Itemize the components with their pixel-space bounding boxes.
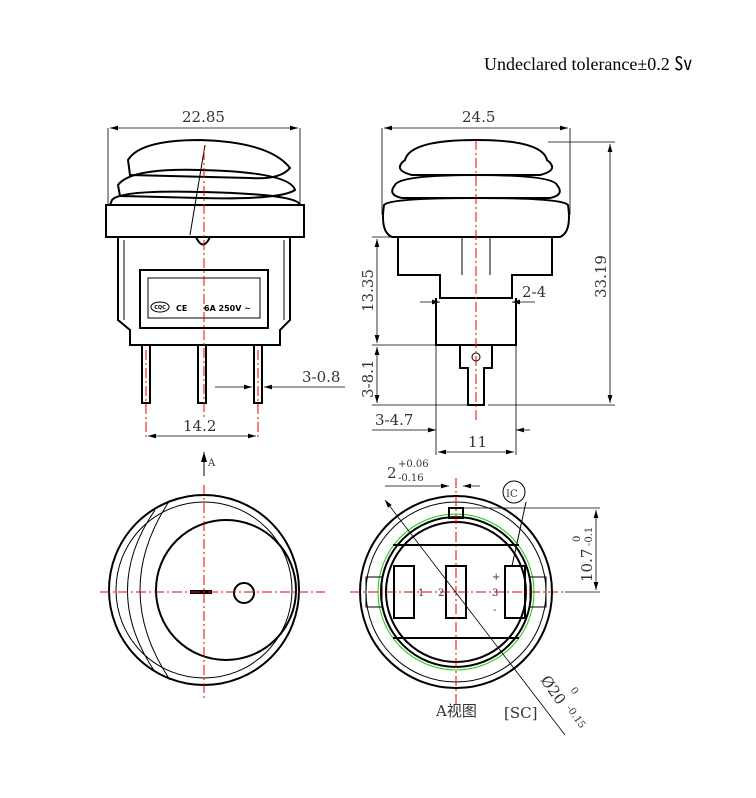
ic-label: IC [506, 489, 518, 500]
diameter-tol-lower: -0.15 [564, 703, 588, 730]
terminal-label-2: 2 [438, 588, 444, 599]
base-width-dim: 11 [468, 433, 487, 451]
ic-marker [502, 480, 526, 504]
ce-mark: CE [176, 304, 187, 313]
terminal-length-dim: 3-8.1 [359, 360, 377, 398]
off-symbol [233, 582, 255, 604]
diameter-base: Ø20 [537, 672, 570, 708]
front-view: 22.85 CQC CE 6A 250V ~ 3-0.8 14.2 A [105, 108, 345, 476]
flat-dim-tol-lower: -0.1 [584, 527, 595, 546]
view-arrow-label: A [207, 458, 216, 469]
top-view [100, 485, 325, 700]
plus-sign: + [492, 572, 500, 583]
terminal-width-dim: 3-4.7 [375, 411, 413, 429]
scale-label: [SC] [504, 704, 537, 722]
rating-label: 6A 250V ~ [204, 304, 251, 313]
bottom-view-a: 1 2 3 + - 2 +0.06 -0.16 IC 10.7 0 -0.1 Ø… [350, 459, 600, 736]
terminal-label-3: 3 [492, 588, 498, 599]
body-height-dim: 13.35 [359, 269, 377, 312]
pin-3 [253, 344, 263, 404]
flat-dim-base: 10.7 [578, 549, 596, 582]
cert-mark: CQC [154, 305, 166, 311]
tolerance-note: Undeclared tolerance±0.2 ㏜ [484, 54, 693, 74]
total-height-dim: 33.19 [592, 255, 610, 298]
side-width-dim: 24.5 [462, 108, 495, 126]
rocker-cap [126, 138, 292, 180]
pin-thickness-dim: 3-0.8 [302, 368, 340, 386]
minus-sign: - [493, 605, 496, 616]
key-width-tol-upper: +0.06 [398, 459, 429, 470]
pin-pitch-dim: 14.2 [183, 417, 216, 435]
key-width-base: 2 [387, 464, 397, 482]
flat-dim-tol-upper: 0 [572, 536, 583, 542]
pin-1 [141, 344, 151, 404]
side-view: 24.5 33.19 13.35 3-8.1 2-4 3-4.7 11 [359, 108, 615, 455]
cert-mark-icon [150, 301, 170, 313]
view-caption: A视图 [435, 702, 477, 720]
slot-dim: 2-4 [522, 283, 546, 301]
key-width-tol-lower: -0.16 [398, 473, 424, 484]
pin-2 [197, 344, 207, 404]
front-width-dim: 22.85 [182, 108, 225, 126]
terminal-label-1: 1 [418, 588, 424, 599]
diameter-tol-upper: 0 [568, 685, 581, 697]
